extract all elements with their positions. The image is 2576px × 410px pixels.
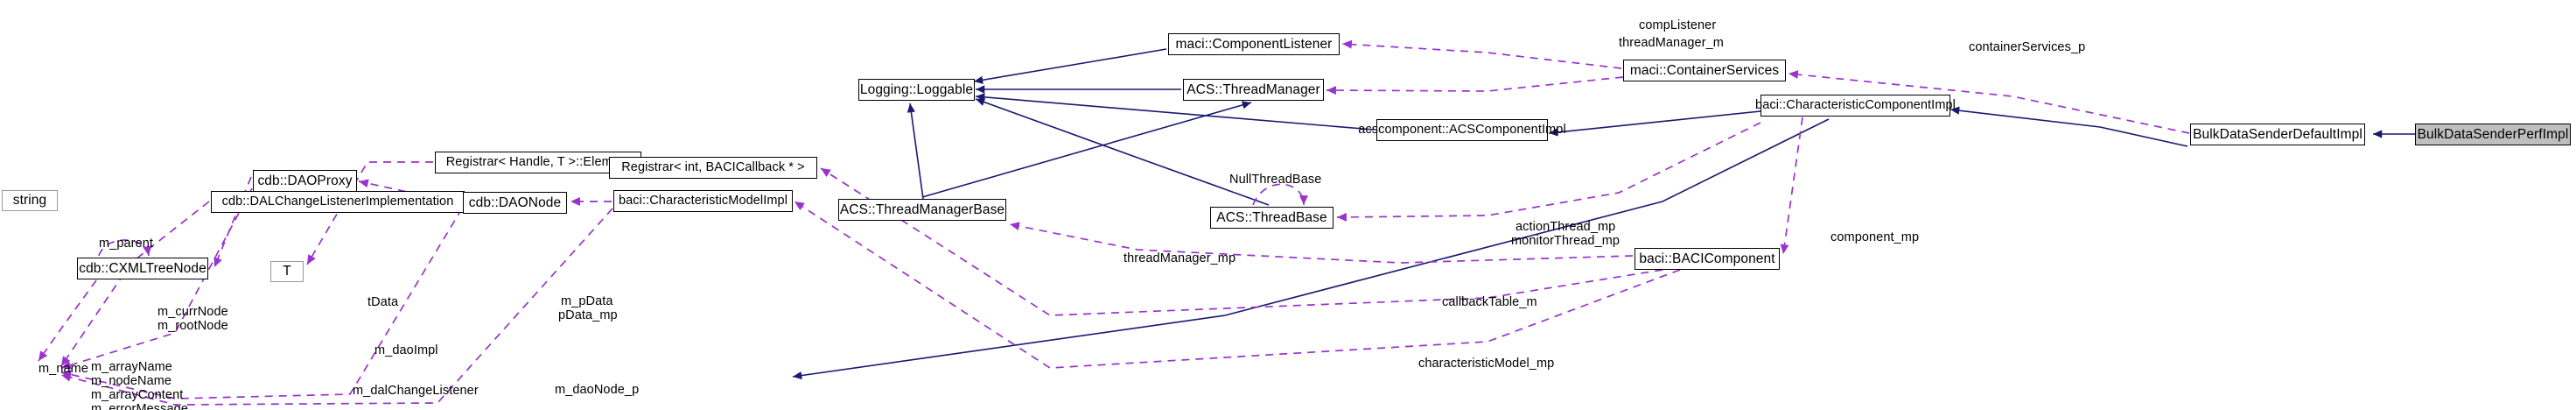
node-template-t[interactable]: T [270,261,304,282]
node-cdb-cxmltreenode[interactable]: cdb::CXMLTreeNode [77,258,208,279]
node-cdb-daoproxy[interactable]: cdb::DAOProxy [253,170,357,192]
edge-label-m-currnode: m_currNode [158,305,228,319]
edge-label-m-parent: m_parent [99,237,154,251]
node-string[interactable]: string [2,190,58,211]
node-logging-loggable[interactable]: Logging::Loggable [858,79,975,101]
node-acscomponent-acscomponentimpl[interactable]: acscomponent::ACSComponentImpl [1358,119,1566,141]
edge-label-nullthreadbase: NullThreadBase [1229,173,1322,187]
edge-label-m-errormessage: m_errorMessage [91,402,188,410]
edge-label-m-name-left: m_name [38,362,89,376]
node-maci-container-services[interactable]: maci::ContainerServices [1623,60,1786,81]
edge-label-component-mp: component_mp [1830,230,1920,244]
node-registrar-handle-t-element[interactable]: Registrar< Handle, T >::Element [435,152,641,173]
edge-label-callbacktable-m: callbackTable_m [1442,295,1537,309]
inheritance-edges [792,48,2415,380]
edge-label-threadmanager-mp: threadManager_mp [1124,251,1236,265]
node-cdb-daonode[interactable]: cdb::DAONode [463,192,567,214]
edge-label-m-pdata: m_pData [561,294,613,308]
edge-label-m-rootnode: m_rootNode [158,319,228,333]
node-cdb-dalchangelistenerimplementation[interactable]: cdb::DALChangeListenerImplementation [211,191,465,213]
edge-label-m-arraycontent: m_arrayContent [91,388,184,402]
edge-label-pdata-mp: pData_mp [558,308,618,322]
node-acs-threadbase[interactable]: ACS::ThreadBase [1210,207,1334,229]
edge-label-complistener: compListener [1639,18,1717,32]
edge-label-m-dalchangelistener: m_dalChangeListener [353,384,479,398]
edge-label-actionthread-mp: actionThread_mp [1516,220,1616,234]
edge-label-tdata: tData [368,295,399,309]
edge-label-m-arrayname: m_arrayName [91,360,172,374]
node-baci-bacicomponent[interactable]: baci::BACIComponent [1634,248,1780,270]
node-baci-characteristicmodelimpl[interactable]: baci::CharacteristicModelImpl [613,190,793,212]
node-baci-characteristiccomponentimpl[interactable]: baci::CharacteristicComponentImpl [1755,95,1956,117]
node-bulkdatasenderdefaultimpl[interactable]: BulkDataSenderDefaultImpl [2190,124,2365,145]
edge-label-characteristicmodel-mp: characteristicModel_mp [1418,357,1555,371]
edge-label-monitorthread-mp: monitorThread_mp [1511,234,1620,248]
edge-label-threadmanager-m: threadManager_m [1619,36,1724,50]
node-acs-thread-manager[interactable]: ACS::ThreadManager [1183,79,1324,101]
edge-label-m-daonode-p: m_daoNode_p [555,383,640,397]
edge-label-m-nodename: m_nodeName [91,374,172,388]
node-registrar-int-bacicallback[interactable]: Registrar< int, BACICallback * > [609,157,817,179]
node-bulkdatasenderperfimpl[interactable]: BulkDataSenderPerfImpl [2415,124,2571,145]
node-acs-threadmanagerbase[interactable]: ACS::ThreadManagerBase [838,199,1006,221]
node-maci-component-listener[interactable]: maci::ComponentListener [1168,33,1340,55]
edge-label-containerservices-p: containerServices_p [1969,40,2086,54]
edge-label-m-daoimpl: m_daoImpl [374,343,438,357]
